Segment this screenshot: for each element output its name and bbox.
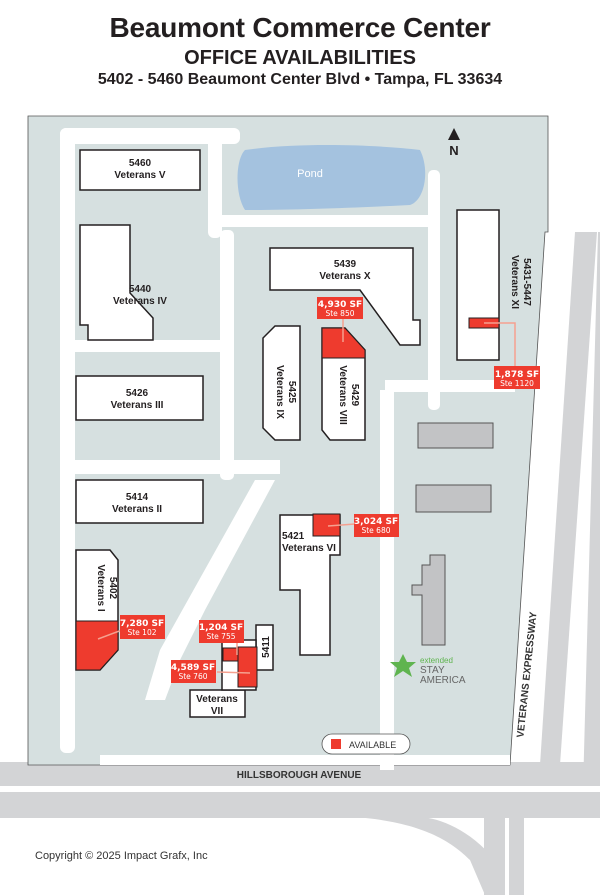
leader-1120 xyxy=(484,322,516,366)
hotel-line3: AMERICA xyxy=(420,675,466,686)
lane-divider xyxy=(0,786,600,792)
ramp xyxy=(355,817,505,895)
building-veterans-xi[interactable] xyxy=(456,209,500,361)
building-veterans-iv[interactable] xyxy=(79,224,154,341)
north-arrow: N xyxy=(448,128,460,158)
label-5429-number: 5429 xyxy=(349,384,360,407)
north-label: N xyxy=(449,143,458,158)
callout-suite: Ste 102 xyxy=(127,628,156,637)
callout-ste-760[interactable]: 4,589 SF Ste 760 xyxy=(171,660,216,683)
extended-stay-america-logo: extended STAY AMERICA xyxy=(390,654,466,686)
building-veterans-v[interactable] xyxy=(79,149,201,191)
callout-size: 1,878 SF xyxy=(495,370,539,380)
neighbor-building-2 xyxy=(415,484,492,513)
label-5402-number: 5402 xyxy=(107,577,118,600)
label-5425-number: 5425 xyxy=(286,381,297,404)
label-5426-number: 5426 xyxy=(126,388,149,399)
building-veterans-ii[interactable] xyxy=(75,479,204,524)
north-arrow-icon xyxy=(448,128,460,140)
label-5439-name: Veterans X xyxy=(319,271,370,282)
expressway-left xyxy=(540,232,597,765)
leader-lines xyxy=(97,318,516,674)
building-labels: 5460 Veterans V 5440 Veterans IV 5426 Ve… xyxy=(95,158,532,717)
label-5402-name: Veterans I xyxy=(95,564,106,611)
leader-102 xyxy=(97,629,123,640)
copyright: Copyright © 2025 Impact Grafx, Inc xyxy=(35,850,208,862)
callout-suite: Ste 1120 xyxy=(500,379,534,388)
neighbor-buildings xyxy=(411,422,494,646)
building-veterans-iii[interactable] xyxy=(75,375,204,421)
label-5431-number: 5431-5447 xyxy=(521,258,532,306)
suite-102-area[interactable] xyxy=(75,620,119,671)
callout-ste-680[interactable]: 3,024 SF Ste 680 xyxy=(354,514,399,537)
suite-850-area[interactable] xyxy=(321,327,366,359)
expressway-south-b xyxy=(509,762,524,895)
legend-label: AVAILABLE xyxy=(349,740,396,750)
neighbor-building-hotel xyxy=(411,554,446,646)
label-5431-name: Veterans XI xyxy=(509,255,520,309)
pond-label: Pond xyxy=(297,168,323,180)
callout-size: 4,930 SF xyxy=(318,300,362,310)
suite-760-area[interactable] xyxy=(237,646,258,688)
callout-size: 1,204 SF xyxy=(199,623,243,633)
expressway-south-a xyxy=(484,762,505,895)
label-5439-number: 5439 xyxy=(334,259,357,270)
callout-ste-102[interactable]: 7,280 SF Ste 102 xyxy=(120,615,165,639)
callout-ste-755[interactable]: 1,204 SF Ste 755 xyxy=(199,620,244,643)
road-label-hillsborough: HILLSBOROUGH AVENUE xyxy=(237,770,362,781)
label-5421-name: Veterans VI xyxy=(282,543,336,554)
label-veterans-vii-line1: Veterans xyxy=(196,694,238,705)
address: 5402 - 5460 Beaumont Center Blvd • Tampa… xyxy=(97,71,503,88)
label-5414-name: Veterans II xyxy=(112,504,162,515)
hotel-line2: STAY xyxy=(420,665,445,676)
building-veterans-x[interactable] xyxy=(269,247,421,346)
label-5421-number: 5421 xyxy=(282,531,305,542)
roads xyxy=(0,232,600,895)
label-5426-name: Veterans III xyxy=(111,400,164,411)
neighbor-building-1 xyxy=(417,422,494,449)
callout-size: 7,280 SF xyxy=(120,619,164,629)
label-5414-number: 5414 xyxy=(126,492,149,503)
label-veterans-vii-line2: VII xyxy=(211,706,223,717)
label-5425-name: Veterans IX xyxy=(274,365,285,419)
hotel-line1: extended xyxy=(420,656,453,665)
label-5429-name: Veterans VIII xyxy=(337,365,348,425)
callout-suite: Ste 680 xyxy=(361,526,390,535)
hotel-star-icon xyxy=(390,654,416,677)
label-5460-name: Veterans V xyxy=(114,170,165,181)
callout-ste-1120[interactable]: 1,878 SF Ste 1120 xyxy=(494,366,540,389)
label-5440-name: Veterans IV xyxy=(113,296,167,307)
page-title: Beaumont Commerce Center xyxy=(109,12,491,43)
expressway-right xyxy=(583,232,600,790)
legend: AVAILABLE xyxy=(321,733,411,755)
building-veterans-ix[interactable] xyxy=(262,325,301,441)
callout-size: 3,024 SF xyxy=(354,517,398,527)
legend-swatch xyxy=(331,739,341,749)
pond xyxy=(237,145,426,210)
leader-760 xyxy=(216,671,251,674)
drives xyxy=(60,128,515,770)
available-suites xyxy=(75,317,500,688)
callout-suite: Ste 755 xyxy=(206,632,235,641)
callout-ste-850[interactable]: 4,930 SF Ste 850 xyxy=(317,297,363,319)
availability-callouts: 4,930 SF Ste 850 1,878 SF Ste 1120 3,024… xyxy=(120,297,540,683)
callout-suite: Ste 760 xyxy=(178,672,207,681)
callout-size: 4,589 SF xyxy=(171,663,215,673)
legend-box xyxy=(321,733,411,755)
label-5411-number: 5411 xyxy=(261,636,272,658)
building-veterans-vii[interactable] xyxy=(189,689,246,718)
callout-suite: Ste 850 xyxy=(325,309,354,318)
label-5440-number: 5440 xyxy=(129,284,152,295)
label-5460-number: 5460 xyxy=(129,158,152,169)
leader-680 xyxy=(327,523,356,527)
page-subtitle: OFFICE AVAILABILITIES xyxy=(184,47,416,69)
